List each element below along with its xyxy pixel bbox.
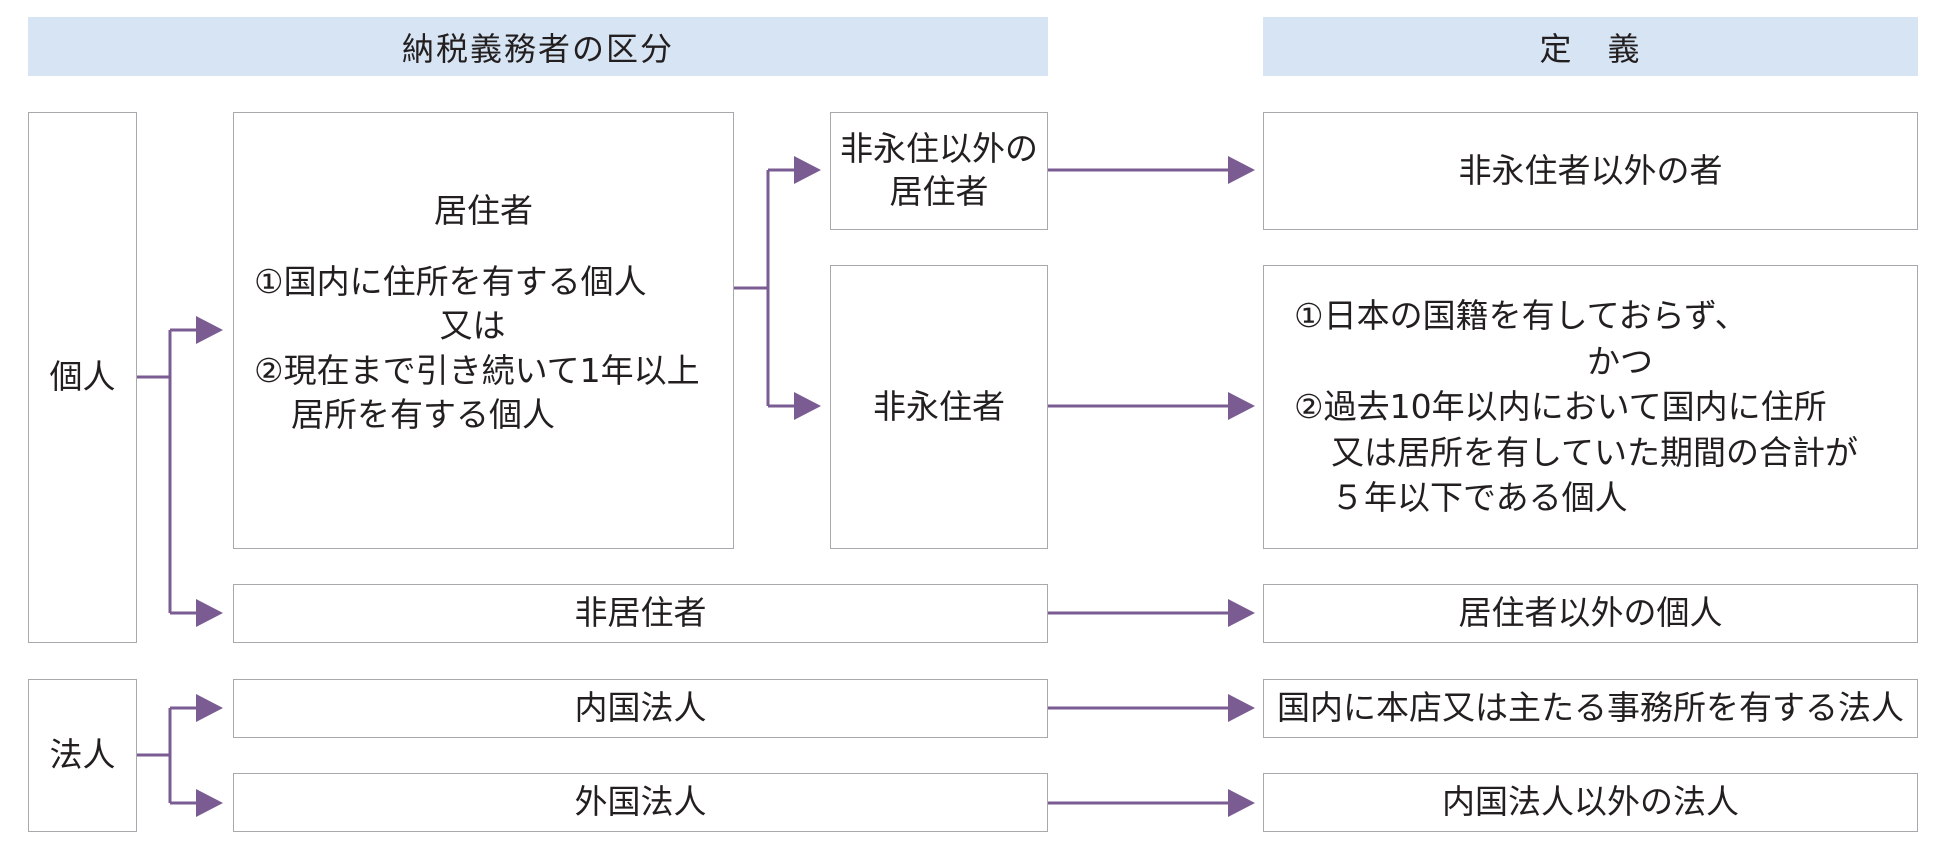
domestic-corporation-box: 内国法人 <box>233 679 1048 738</box>
arrowhead-def-domestic <box>1228 694 1255 722</box>
individual-label: 個人 <box>49 357 116 397</box>
def-non-permanent-line3: ②過去10年以内において国内に住所 <box>1294 387 1827 427</box>
arrow-heads <box>196 156 1255 817</box>
def-non-resident-box: 居住者以外の個人 <box>1263 584 1918 643</box>
domestic-corporation-label: 内国法人 <box>574 688 707 728</box>
non-permanent-other-line1: 非永住以外の <box>840 129 1038 169</box>
connector-lines <box>137 168 1230 805</box>
arrowhead-def-foreign <box>1228 789 1255 817</box>
arrowhead-non-permanent-other <box>794 156 821 184</box>
resident-or: 又は <box>439 306 506 346</box>
arrowhead-non-resident <box>196 599 223 627</box>
arrowhead-foreign <box>196 789 223 817</box>
def-non-resident: 居住者以外の個人 <box>1458 593 1723 633</box>
def-domestic-corporation: 国内に本店又は主たる事務所を有する法人 <box>1277 688 1904 728</box>
non-permanent-other-box: 非永住以外の 居住者 <box>830 112 1048 230</box>
arrowhead-resident <box>196 316 223 344</box>
foreign-corporation-label: 外国法人 <box>574 782 707 822</box>
def-non-permanent-line5: ５年以下である個人 <box>1331 478 1628 518</box>
def-non-permanent-other-box: 非永住者以外の者 <box>1263 112 1918 230</box>
resident-condition-2-cont: 居所を有する個人 <box>291 395 555 435</box>
def-non-permanent-line4: 又は居所を有していた期間の合計が <box>1331 432 1859 472</box>
def-non-permanent-line1: ①日本の国籍を有しておらず、 <box>1294 296 1748 336</box>
non-permanent-box: 非永住者 <box>830 265 1048 549</box>
non-permanent-other-line2: 居住者 <box>889 172 989 211</box>
arrowhead-def-non-permanent-other <box>1228 156 1255 184</box>
non-resident-box: 非居住者 <box>233 584 1048 643</box>
corporation-label: 法人 <box>49 735 116 775</box>
arrowhead-non-permanent <box>794 392 821 420</box>
resident-split-line <box>734 168 796 408</box>
def-domestic-corporation-box: 国内に本店又は主たる事務所を有する法人 <box>1263 679 1918 738</box>
resident-box: 居住者 ①国内に住所を有する個人 又は ②現在まで引き続いて1年以上 居所を有す… <box>233 112 734 549</box>
def-foreign-corporation: 内国法人以外の法人 <box>1442 782 1739 822</box>
non-permanent-label: 非永住者 <box>873 386 1005 426</box>
individual-branch-line <box>137 330 172 613</box>
individual-box: 個人 <box>28 112 137 643</box>
def-non-permanent-other: 非永住者以外の者 <box>1458 150 1723 190</box>
arrowhead-def-non-permanent <box>1228 392 1255 420</box>
header-definition: 定 義 <box>1263 17 1918 76</box>
def-non-permanent-line2: かつ <box>1587 341 1653 381</box>
corporation-box: 法人 <box>28 679 137 832</box>
resident-title: 居住者 <box>434 191 533 230</box>
resident-condition-1: ①国内に住所を有する個人 <box>254 261 647 301</box>
arrowhead-def-non-resident <box>1228 599 1255 627</box>
def-non-permanent-box: ①日本の国籍を有しておらず、 かつ ②過去10年以内において国内に住所 又は居所… <box>1263 265 1918 549</box>
non-resident-label: 非居住者 <box>574 593 707 633</box>
def-foreign-corporation-box: 内国法人以外の法人 <box>1263 773 1918 832</box>
arrowhead-domestic <box>196 694 223 722</box>
foreign-corporation-box: 外国法人 <box>233 773 1048 832</box>
resident-condition-2: ②現在まで引き続いて1年以上 <box>254 350 700 390</box>
header-category: 納税義務者の区分 <box>28 17 1048 76</box>
corporation-branch-line <box>137 706 198 805</box>
